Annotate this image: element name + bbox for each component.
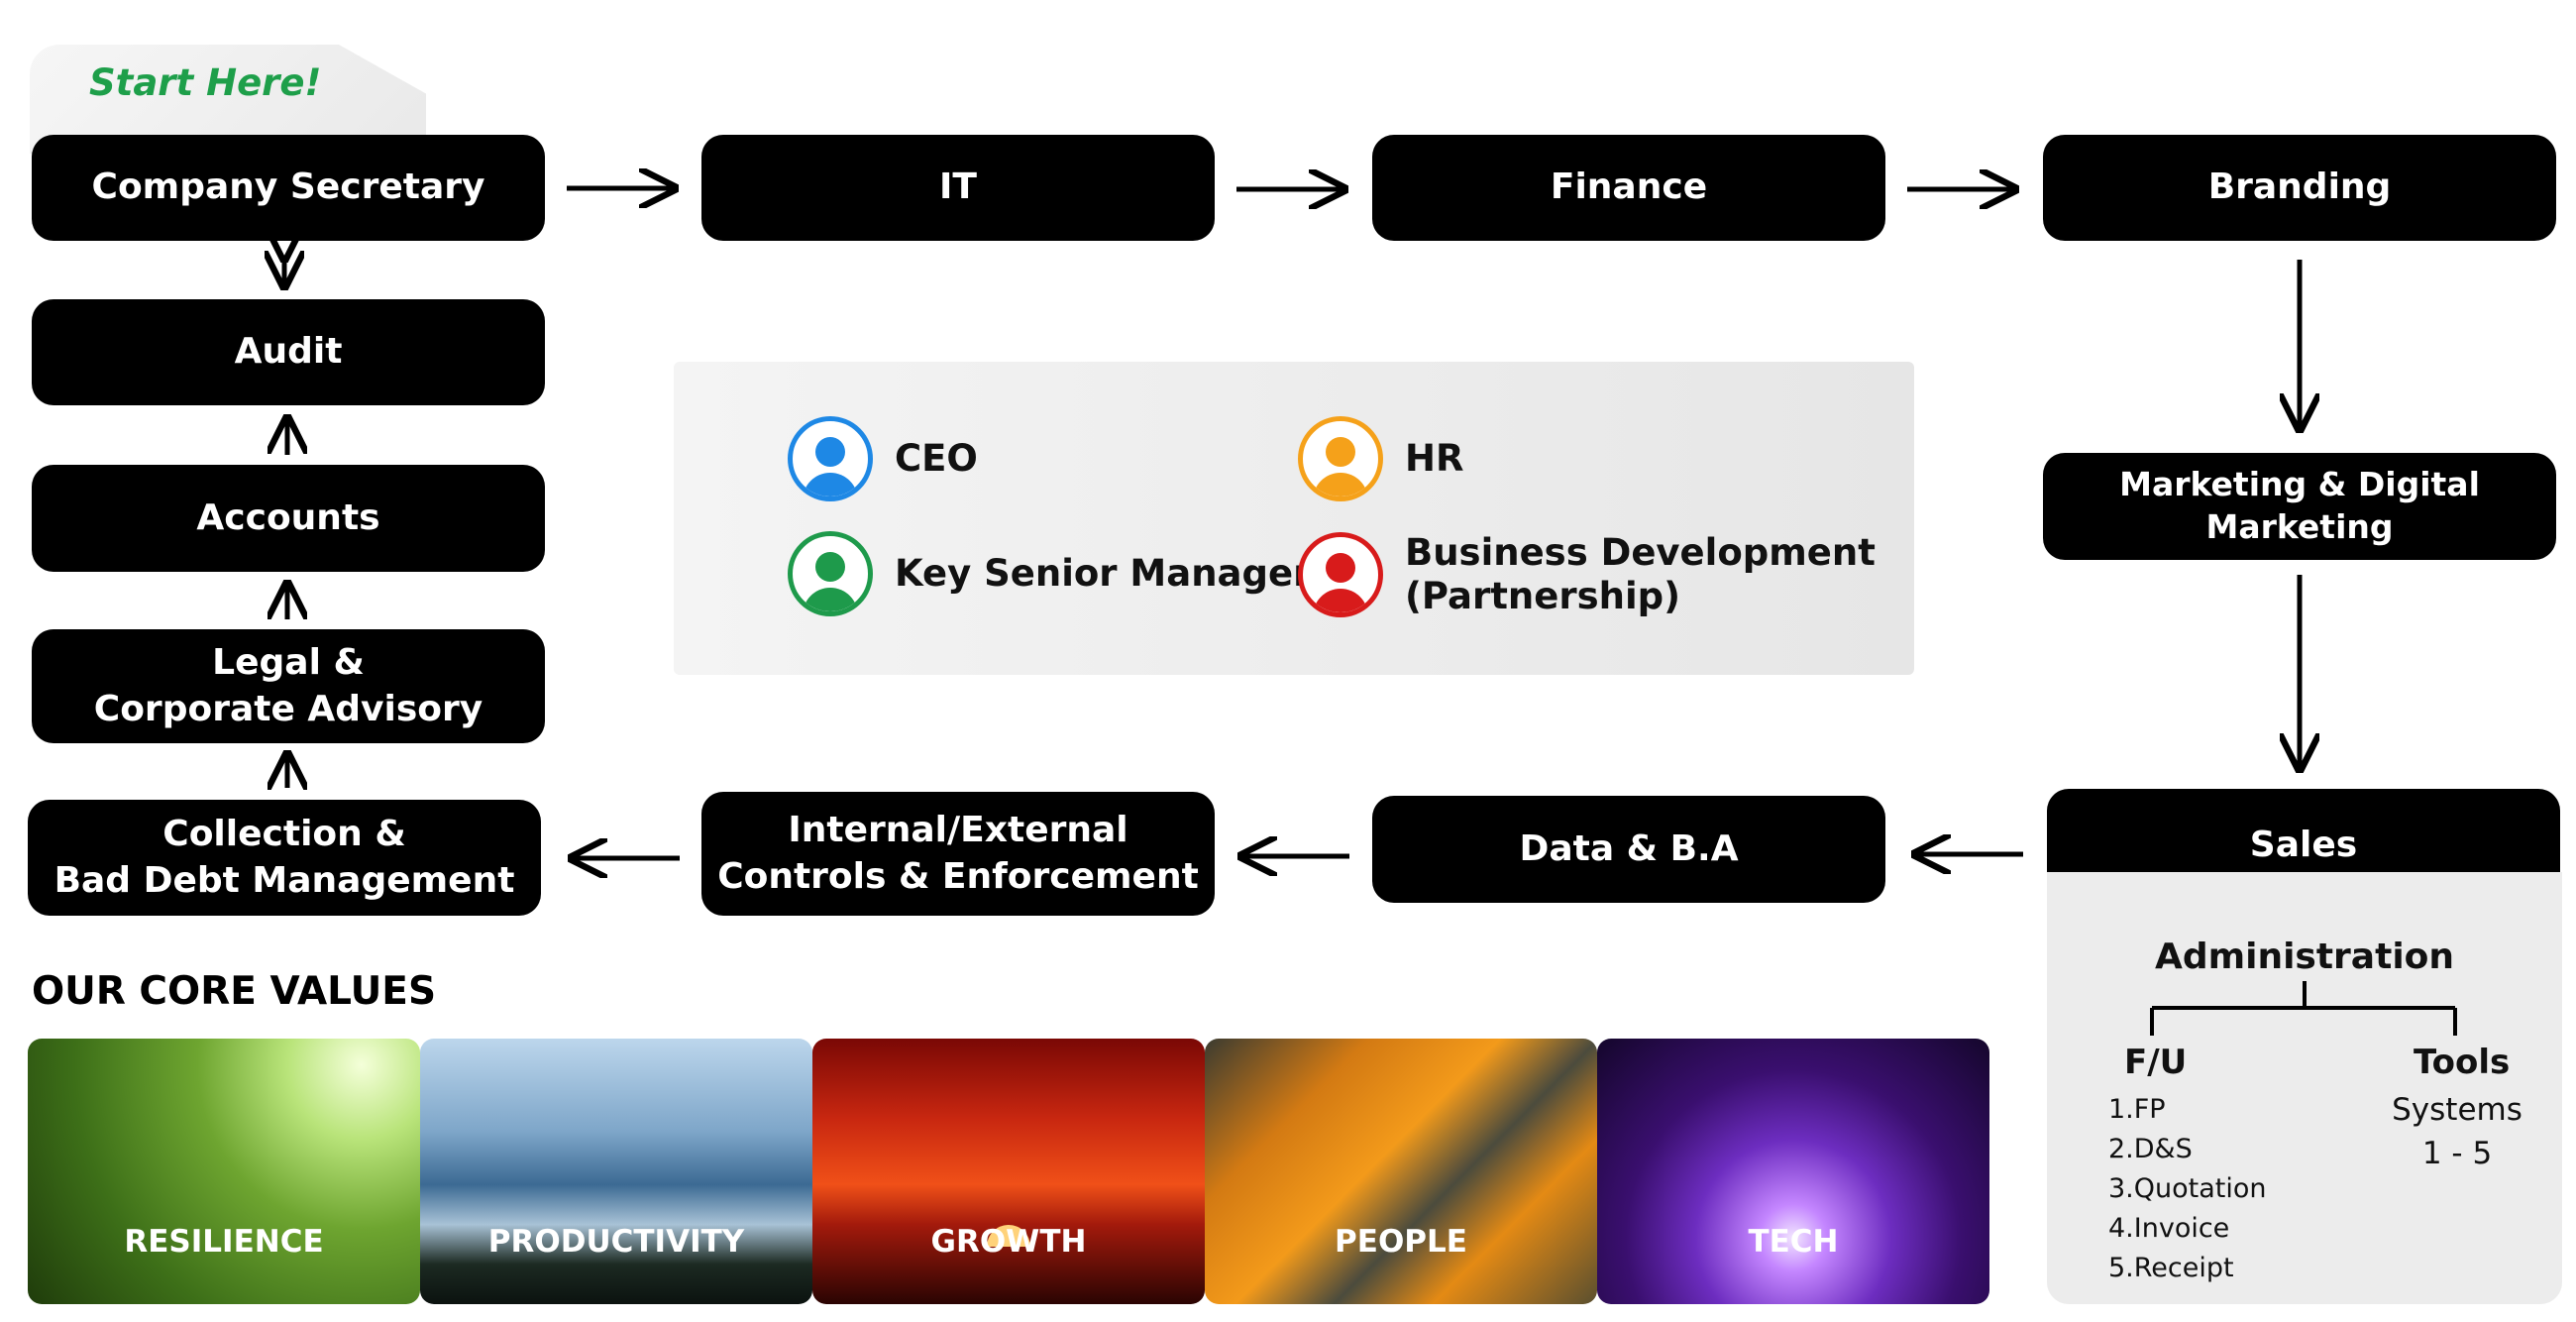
legend-hr-label: HR bbox=[1405, 436, 1464, 480]
core-value-label: PRODUCTIVITY bbox=[487, 1224, 745, 1260]
audit-box[interactable]: Audit bbox=[32, 299, 545, 405]
legend-business-development-label: Business Development (Partnership) bbox=[1405, 531, 1876, 618]
data-ba-box[interactable]: Data & B.A bbox=[1372, 796, 1885, 903]
core-value-tile-people: PEOPLE bbox=[1205, 1039, 1597, 1304]
legend-hr: HR bbox=[1298, 416, 1463, 501]
sunset-sun bbox=[987, 1224, 1030, 1247]
core-value-label: TECH bbox=[1748, 1224, 1839, 1260]
legal-corporate-advisory-box[interactable]: Legal & Corporate Advisory bbox=[32, 629, 545, 743]
core-value-tile-tech: TECH bbox=[1597, 1039, 1989, 1304]
controls-enforcement-box[interactable]: Internal/External Controls & Enforcement bbox=[701, 792, 1215, 916]
administration-panel bbox=[2047, 872, 2562, 1304]
core-value-label: GROWTH bbox=[930, 1224, 1087, 1260]
it-box[interactable]: IT bbox=[701, 135, 1215, 241]
tools-title: Tools bbox=[2414, 1043, 2511, 1082]
core-value-label: PEOPLE bbox=[1335, 1224, 1467, 1260]
marketing-digital-box[interactable]: Marketing & Digital Marketing bbox=[2043, 453, 2556, 560]
key-senior-manager-person-icon bbox=[788, 531, 873, 616]
fu-item: 1.FP bbox=[2108, 1094, 2166, 1125]
legend-business-development: Business Development (Partnership) bbox=[1298, 531, 1876, 619]
accounts-box[interactable]: Accounts bbox=[32, 465, 545, 572]
legend-ceo-label: CEO bbox=[895, 436, 978, 480]
fu-list: 1.FP 2.D&S 3.Quotation 4.Invoice 5.Recei… bbox=[2108, 1090, 2267, 1288]
core-value-tile-growth: GROWTH bbox=[812, 1039, 1205, 1304]
core-value-tile-productivity: PRODUCTIVITY bbox=[420, 1039, 812, 1304]
legend-key-senior-manager-label: Key Senior Manager bbox=[895, 551, 1312, 595]
fu-title: F/U bbox=[2124, 1043, 2188, 1082]
fu-item: 3.Quotation bbox=[2108, 1173, 2267, 1204]
branding-box[interactable]: Branding bbox=[2043, 135, 2556, 241]
legend-key-senior-manager: Key Senior Manager bbox=[788, 531, 1311, 616]
core-values-title: OUR CORE VALUES bbox=[32, 969, 437, 1014]
collection-bad-debt-box[interactable]: Collection & Bad Debt Management bbox=[28, 800, 541, 916]
core-value-tile-resilience: RESILIENCE bbox=[28, 1039, 420, 1304]
legend-ceo: CEO bbox=[788, 416, 978, 501]
fu-item: 5.Receipt bbox=[2108, 1253, 2234, 1283]
finance-box[interactable]: Finance bbox=[1372, 135, 1885, 241]
administration-title: Administration bbox=[2154, 936, 2455, 977]
core-value-label: RESILIENCE bbox=[124, 1224, 324, 1260]
tools-systems-text: Systems 1 - 5 bbox=[2392, 1092, 2522, 1171]
fu-item: 2.D&S bbox=[2108, 1134, 2193, 1164]
ceo-person-icon bbox=[788, 416, 873, 501]
company-secretary-box[interactable]: Company Secretary bbox=[32, 135, 545, 241]
hr-person-icon bbox=[1298, 416, 1383, 501]
start-here-label: Start Here! bbox=[89, 61, 322, 104]
fu-item: 4.Invoice bbox=[2108, 1213, 2230, 1244]
business-development-person-icon bbox=[1298, 532, 1383, 618]
legend-panel bbox=[674, 362, 1914, 675]
